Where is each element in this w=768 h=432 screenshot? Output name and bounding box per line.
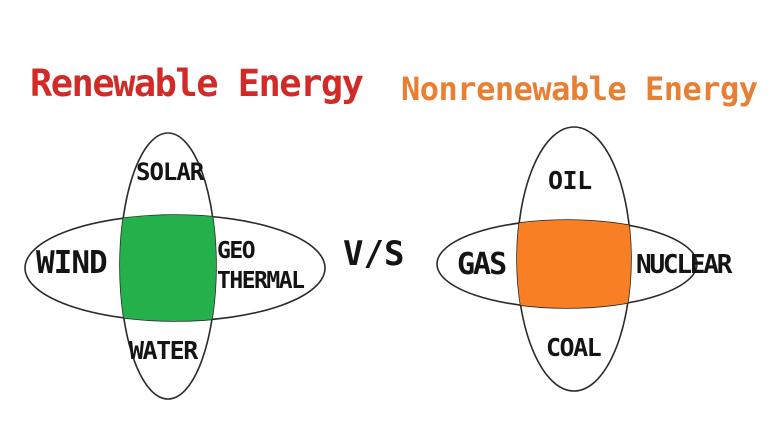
- nuclear-label: NUCLEAR: [636, 250, 732, 280]
- renewable-intersection-fill: [120, 215, 216, 321]
- renewable-energy-title: Renewable Energy: [30, 62, 364, 105]
- wind-label: WIND: [36, 245, 108, 281]
- nonrenewable-intersection-fill: [517, 220, 631, 308]
- nonrenewable-energy-title: Nonrenewable Energy: [401, 70, 758, 108]
- solar-label: SOLAR: [136, 158, 204, 186]
- geothermal-label-line2: THERMAL: [217, 268, 305, 294]
- coal-label: COAL: [546, 333, 602, 362]
- versus-label: V/S: [343, 234, 405, 274]
- geothermal-label: GEO THERMAL: [217, 236, 305, 296]
- oil-label: OIL: [548, 166, 592, 195]
- water-label: WATER: [129, 336, 198, 365]
- gas-label: GAS: [457, 247, 507, 282]
- geothermal-label-line1: GEO: [217, 238, 256, 264]
